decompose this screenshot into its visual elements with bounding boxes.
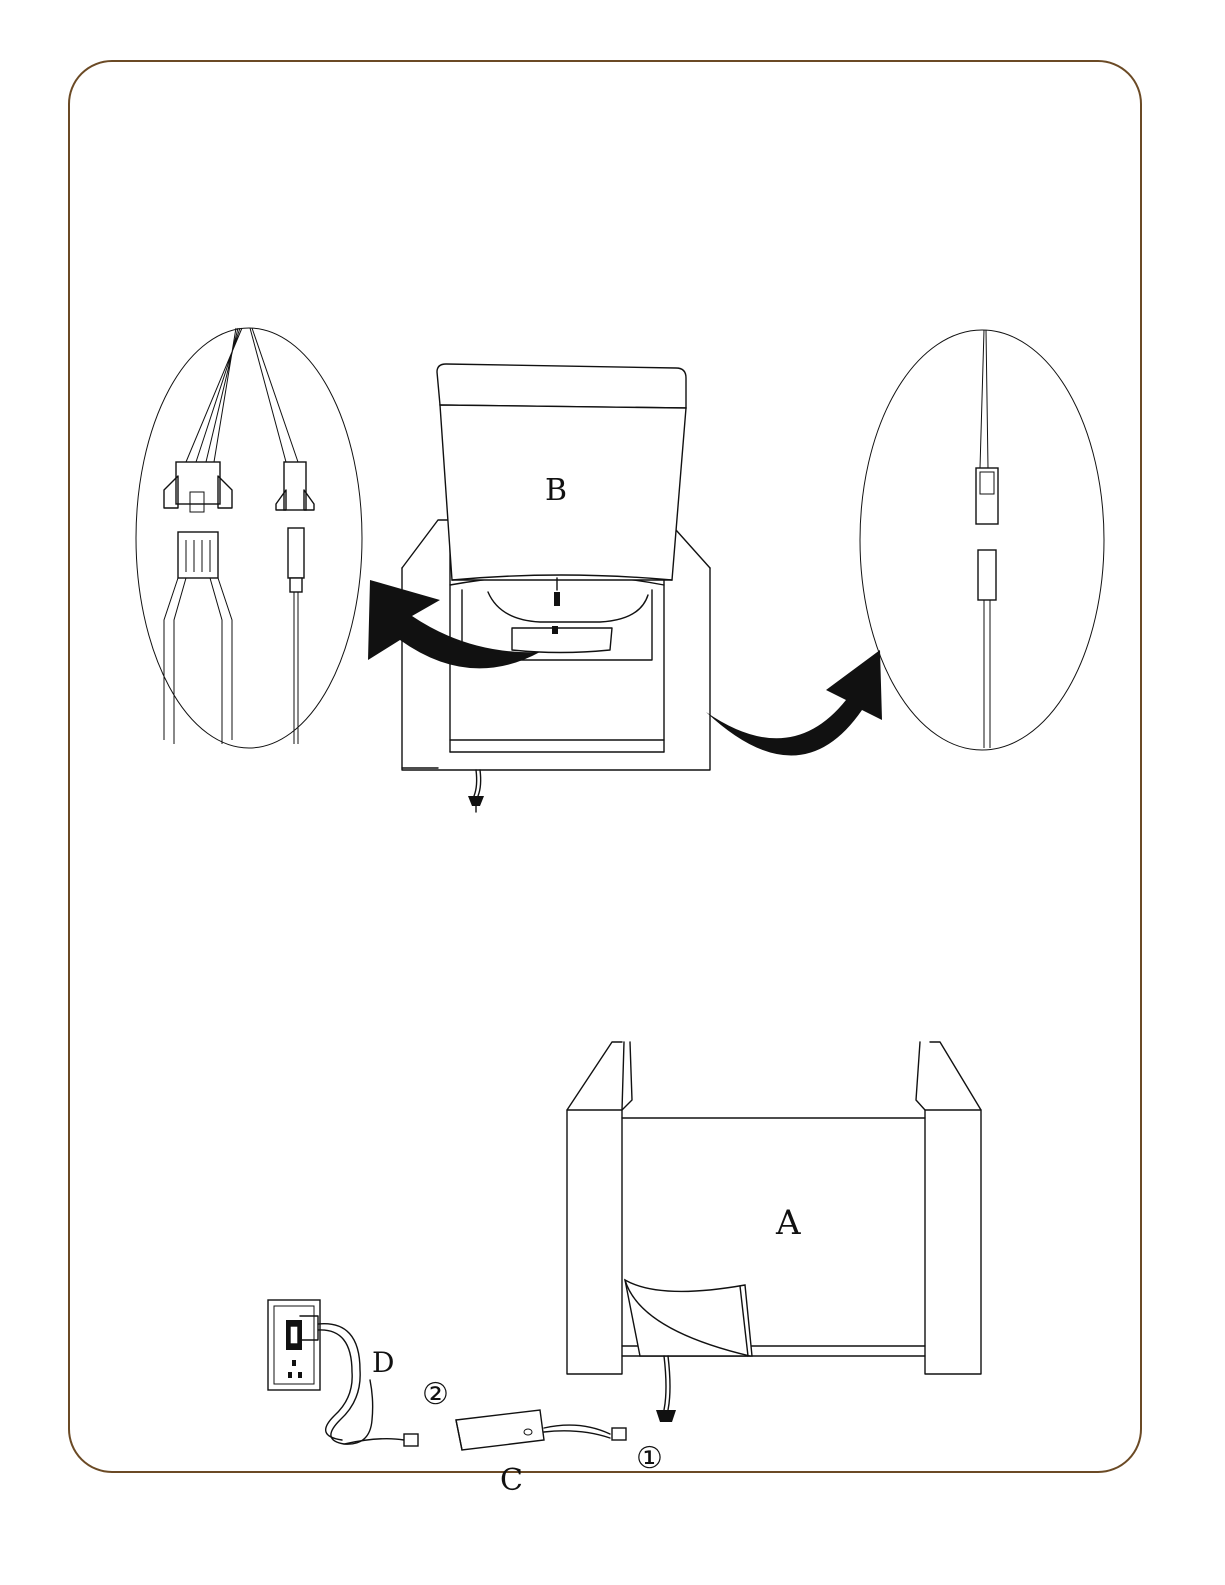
step-1-marker: ① (636, 1441, 663, 1476)
chair-with-backrest-b (402, 364, 710, 812)
right-connector-detail (860, 330, 1104, 750)
label-d: D (372, 1346, 394, 1379)
label-b: B (545, 473, 567, 508)
label-c: C (500, 1463, 523, 1498)
chair-base-a (567, 1042, 981, 1422)
wall-outlet-and-cord-d (268, 1300, 418, 1446)
label-a: A (775, 1203, 801, 1243)
left-connector-detail (136, 328, 362, 748)
left-arrow-icon (368, 580, 540, 668)
right-arrow-icon (706, 650, 882, 756)
power-adapter-c (456, 1410, 626, 1450)
step-2-marker: ② (422, 1377, 449, 1412)
